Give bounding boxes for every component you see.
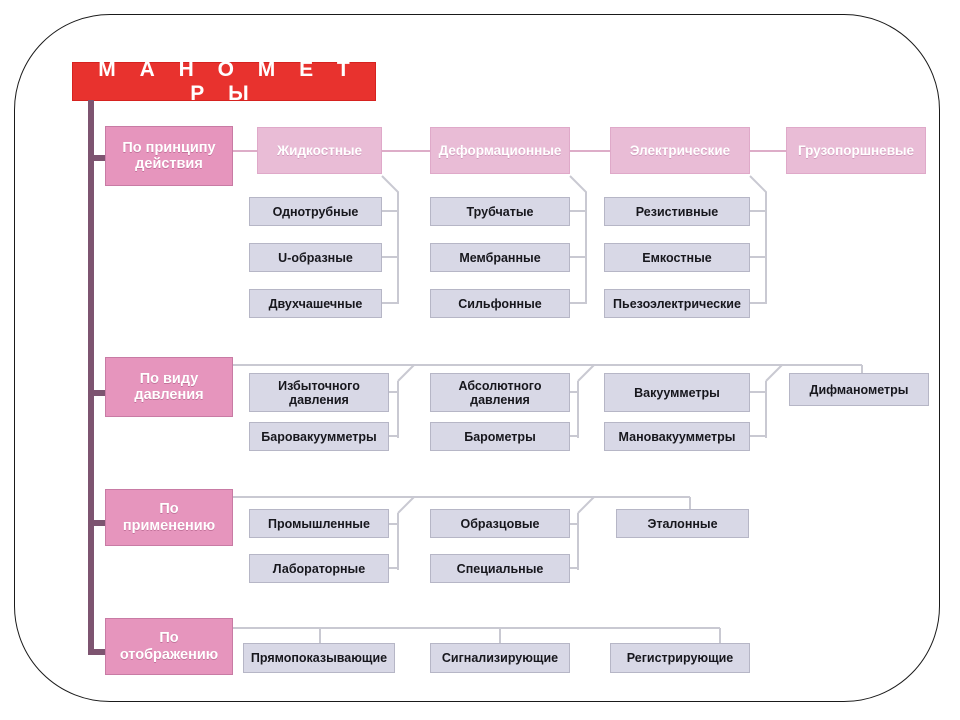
leaf-box-promyshlennye[interactable]: Промышленные (249, 509, 389, 538)
leaf-box-obrazcovye[interactable]: Образцовые (430, 509, 570, 538)
leaf-box-trubchatye[interactable]: Трубчатые (430, 197, 570, 226)
leaf-box-silfonnye[interactable]: Сильфонные (430, 289, 570, 318)
leaf-box-difmanometry[interactable]: Дифманометры (789, 373, 929, 406)
leaf-box-etalonnye[interactable]: Эталонные (616, 509, 749, 538)
leaf-box-rezistivnye[interactable]: Резистивные (604, 197, 750, 226)
category-box-vid-davleniya[interactable]: По виду давления (105, 357, 233, 417)
link-group-3-to-group-4 (750, 150, 786, 152)
leaf-box-barovakuummetry[interactable]: Баровакуумметры (249, 422, 389, 451)
leaf-box-izbytochnogo-davleniya[interactable]: Избыточного давления (249, 373, 389, 412)
leaf-box-piezoelektricheskie[interactable]: Пьезоэлектрические (604, 289, 750, 318)
leaf-box-absolyutnogo-davleniya[interactable]: Абсолютного давления (430, 373, 570, 412)
root-spine-stub-3 (88, 520, 110, 526)
link-group-1-to-group-2 (382, 150, 430, 152)
root-spine-stub-1 (88, 155, 110, 161)
leaf-box-vakuummetry[interactable]: Вакуумметры (604, 373, 750, 412)
category-box-otobrazhenie[interactable]: По отображению (105, 618, 233, 675)
root-spine-vertical (88, 100, 94, 655)
leaf-box-odnotrubnye[interactable]: Однотрубные (249, 197, 382, 226)
leaf-box-registriruyushchie[interactable]: Регистрирующие (610, 643, 750, 673)
leaf-box-u-obraznye[interactable]: U-образные (249, 243, 382, 272)
group-box-gruzoporshnevye[interactable]: Грузопоршневые (786, 127, 926, 174)
group-box-deformacionnye[interactable]: Деформационные (430, 127, 570, 174)
category-box-primenenie[interactable]: По применению (105, 489, 233, 546)
leaf-box-signaliziruyushchie[interactable]: Сигнализирующие (430, 643, 570, 673)
root-spine-stub-4 (88, 649, 110, 655)
link-group-2-to-group-3 (570, 150, 610, 152)
leaf-box-membrannye[interactable]: Мембранные (430, 243, 570, 272)
root-spine-stub-2 (88, 390, 110, 396)
link-princip-to-group-1 (233, 150, 257, 152)
leaf-box-dvuhchashechnye[interactable]: Двухчашечные (249, 289, 382, 318)
group-box-elektricheskie[interactable]: Электрические (610, 127, 750, 174)
leaf-box-laboratornye[interactable]: Лабораторные (249, 554, 389, 583)
leaf-box-manovakuummetry[interactable]: Мановакуумметры (604, 422, 750, 451)
category-box-princip[interactable]: По принципу действия (105, 126, 233, 186)
diagram-title: М А Н О М Е Т Р Ы (72, 58, 376, 105)
leaf-box-pryamopokazyvayushchie[interactable]: Прямопоказывающие (243, 643, 395, 673)
leaf-box-specialnye[interactable]: Специальные (430, 554, 570, 583)
group-box-zhidkostnye[interactable]: Жидкостные (257, 127, 382, 174)
leaf-box-emkostnye[interactable]: Емкостные (604, 243, 750, 272)
leaf-box-barometry[interactable]: Барометры (430, 422, 570, 451)
